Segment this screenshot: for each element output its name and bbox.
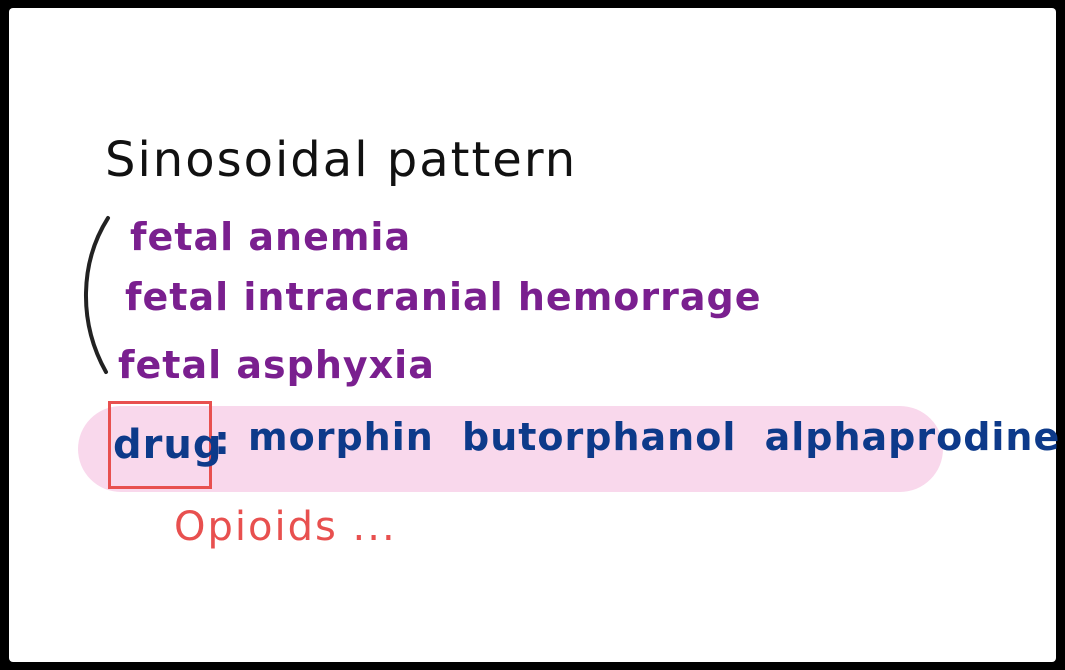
cause-item: fetal intracranial hemorrage — [125, 275, 762, 319]
drug-label: drug — [113, 422, 223, 468]
drug-separator: : — [214, 418, 231, 464]
cause-item: fetal anemia — [130, 215, 412, 259]
note-page — [9, 8, 1056, 662]
drug-box — [108, 401, 212, 489]
grouping-bracket — [84, 216, 110, 374]
note-title: Sinosoidal pattern — [105, 132, 578, 188]
drug-class-note: Opioids ... — [174, 504, 397, 550]
drug-highlight — [78, 406, 943, 492]
cause-item: fetal asphyxia — [118, 343, 435, 387]
drug-list: morphin butorphanol alphaprodine — [248, 415, 1061, 459]
